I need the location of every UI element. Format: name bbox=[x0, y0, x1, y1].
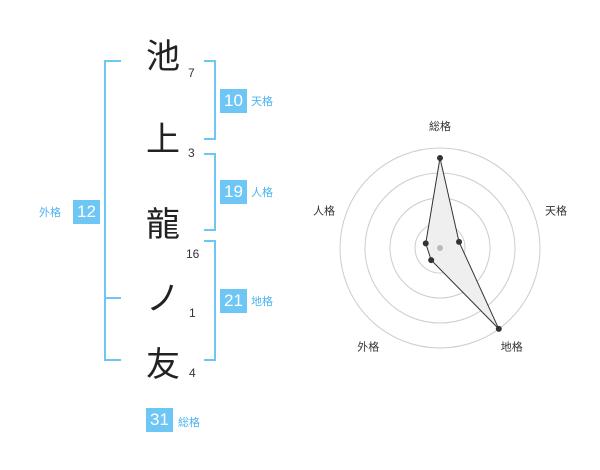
stroke-count-4: 1 bbox=[189, 306, 196, 320]
stroke-count-1: 7 bbox=[188, 66, 195, 80]
gaikaku-label: 外格 bbox=[39, 206, 61, 219]
stroke-count-5: 4 bbox=[189, 366, 196, 380]
radar-axis-label-1: 総格 bbox=[429, 119, 451, 133]
radar-grid-ring bbox=[339, 147, 541, 349]
radar-axis-label-2: 天格 bbox=[545, 203, 567, 217]
radar-series-shape bbox=[425, 157, 500, 330]
gaikaku-value: 12 bbox=[73, 200, 100, 224]
tenkaku-bracket bbox=[204, 60, 216, 140]
stroke-count-3: 16 bbox=[186, 247, 200, 261]
radar-point-3 bbox=[495, 325, 502, 332]
gaikaku-bracket-divider bbox=[104, 297, 121, 299]
tenkaku-label: 天格 bbox=[251, 95, 273, 108]
radar-point-1 bbox=[437, 155, 443, 161]
radar-axis-label-4: 外格 bbox=[357, 340, 379, 354]
chikaku-value: 21 bbox=[220, 289, 247, 313]
chikaku-label: 地格 bbox=[251, 295, 273, 308]
radar-center-dot bbox=[437, 245, 443, 251]
radar-point-4 bbox=[428, 257, 435, 264]
soukaku-label: 総格 bbox=[178, 416, 200, 429]
jinkaku-bracket bbox=[204, 153, 216, 231]
name-char-1: 池 bbox=[146, 37, 180, 77]
tenkaku-value: 10 bbox=[220, 89, 247, 113]
radar-axis-label-5: 人格 bbox=[313, 203, 335, 217]
gaikaku-bracket bbox=[104, 60, 121, 361]
stroke-count-2: 3 bbox=[188, 146, 195, 160]
chikaku-bracket bbox=[204, 240, 216, 361]
jinkaku-value: 19 bbox=[220, 180, 247, 204]
radar-point-5 bbox=[422, 240, 429, 247]
name-char-2: 上 bbox=[146, 120, 180, 160]
jinkaku-label: 人格 bbox=[251, 186, 273, 199]
name-char-5: 友 bbox=[146, 345, 180, 385]
soukaku-value: 31 bbox=[146, 408, 173, 432]
radar-axis-label-3: 地格 bbox=[501, 340, 523, 354]
name-char-3: 龍 bbox=[146, 205, 180, 245]
radar-point-2 bbox=[456, 238, 463, 245]
name-char-4: ノ bbox=[146, 279, 180, 319]
